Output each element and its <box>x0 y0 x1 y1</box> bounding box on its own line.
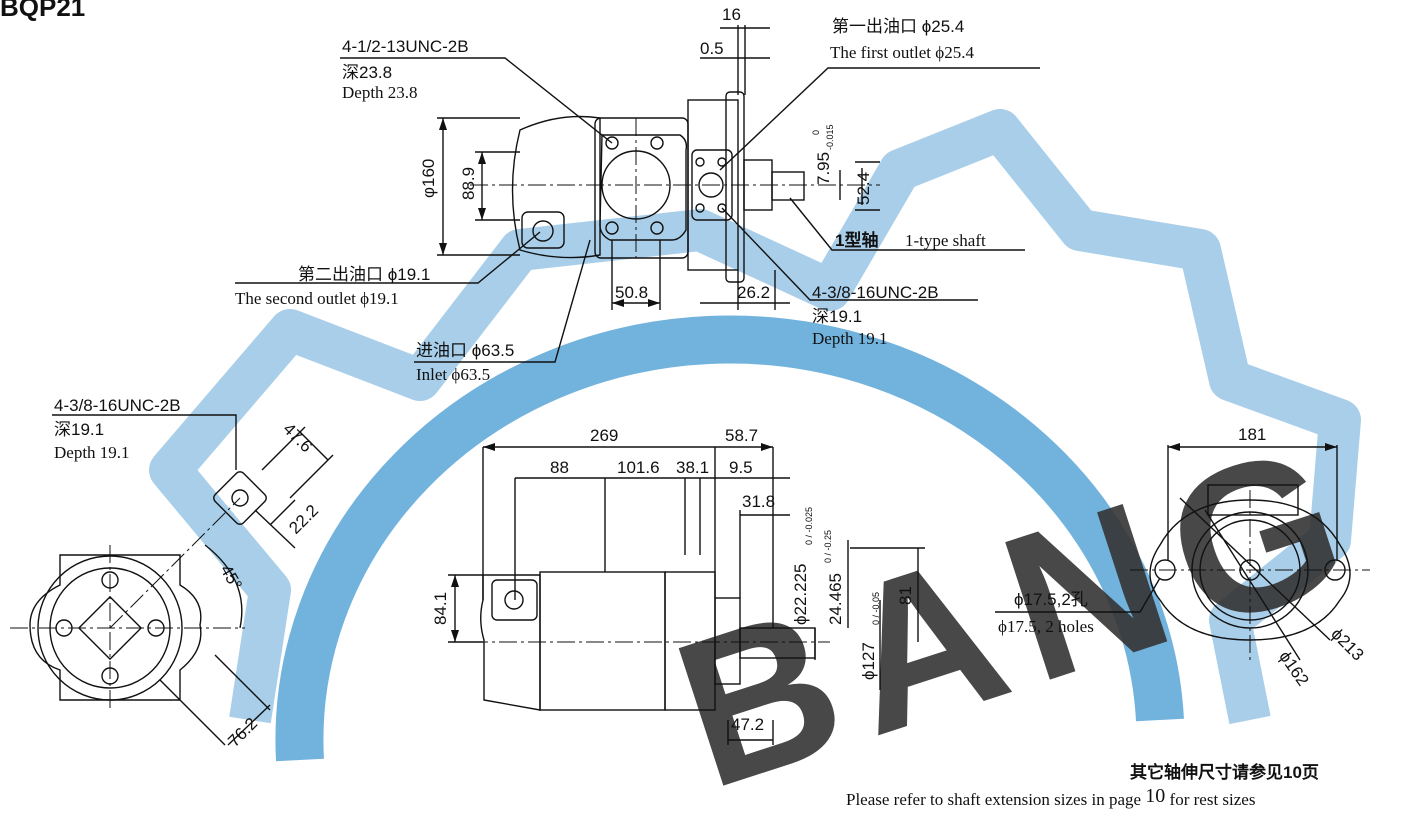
dim-26-2: 26.2 <box>737 283 771 302</box>
dim-9-5: 9.5 <box>729 458 753 477</box>
shaft-zh: 1型轴 <box>835 231 879 250</box>
footer-note-en-pre: Please refer to shaft extension sizes in… <box>846 790 1146 809</box>
dim-181: 181 <box>1238 425 1267 444</box>
right-view <box>995 445 1370 661</box>
thread-b-depth-zh: 深19.1 <box>812 307 863 326</box>
dim-84-1: 84.1 <box>431 591 450 625</box>
footer-note-en: Please refer to shaft extension sizes in… <box>846 786 1256 809</box>
watermark-logo: BANG VIE <box>149 109 1403 813</box>
inlet-en: Inlet ϕ63.5 <box>416 365 491 384</box>
thread-a-depth-zh: 深23.8 <box>342 63 393 82</box>
left-thread-spec: 4-3/8-16UNC-2B <box>54 396 181 415</box>
inlet-zh: 进油口 ϕ63.5 <box>416 341 515 360</box>
shaft-en: 1-type shaft <box>905 231 986 250</box>
side-view <box>448 446 925 745</box>
dim-269: 269 <box>590 426 619 445</box>
dim-58-7: 58.7 <box>725 426 759 445</box>
dim-88-9: 88.9 <box>459 166 478 200</box>
dim-16: 16 <box>722 5 741 24</box>
dim-88: 88 <box>550 458 569 477</box>
dim-31-8: 31.8 <box>742 492 776 511</box>
dim-24-465-tol: 0 / -0.25 <box>823 529 833 563</box>
thread-b-depth-en: Depth 19.1 <box>812 329 888 348</box>
left-thread-depth-zh: 深19.1 <box>54 420 105 439</box>
dim-phi127: ϕ127 <box>859 642 878 680</box>
dim-phi22-225: ϕ22.225 <box>791 563 810 625</box>
holes-zh: ϕ17.5,2孔 <box>1014 590 1088 609</box>
model-title: BQP21 <box>0 0 86 22</box>
watermark-arc <box>275 315 1184 762</box>
top-view <box>235 25 1040 363</box>
dim-24-465: 24.465 <box>826 573 845 625</box>
left-thread-depth-en: Depth 19.1 <box>54 443 130 462</box>
dim-52-4: 52.4 <box>854 171 873 205</box>
left-view <box>10 414 334 746</box>
footer-note-zh: 其它轴伸尺寸请参见10页 <box>1130 763 1319 782</box>
holes-en: ϕ17.5, 2 holes <box>998 617 1094 636</box>
dim-38-1: 38.1 <box>676 458 710 477</box>
footer-note-en-page: 10 <box>1145 785 1166 807</box>
thread-a-depth-en: Depth 23.8 <box>342 83 418 102</box>
thread-b-spec: 4-3/8-16UNC-2B <box>812 283 939 302</box>
dim-phi22-225-tol: 0 / -0.025 <box>804 506 814 545</box>
dim-phi127-tol: 0 / -0.05 <box>871 591 881 625</box>
outlet2-en: The second outlet ϕ19.1 <box>235 289 399 308</box>
thread-a-spec: 4-1/2-13UNC-2B <box>342 37 469 56</box>
dim-phi160: φ160 <box>419 158 438 198</box>
dim-0-5: 0.5 <box>700 39 724 58</box>
footer-note-en-post: for rest sizes <box>1165 790 1256 809</box>
dim-7-95-tol-up: 0 <box>811 129 821 135</box>
dim-50-8: 50.8 <box>615 283 649 302</box>
outlet2-zh: 第二出油口 ϕ19.1 <box>298 265 431 284</box>
outlet1-en: The first outlet ϕ25.4 <box>830 43 974 62</box>
outlet1-zh: 第一出油口 ϕ25.4 <box>832 17 965 36</box>
dim-47-2: 47.2 <box>731 715 765 734</box>
arrowheads <box>439 118 1337 642</box>
dim-81: 81 <box>896 586 915 605</box>
dim-101-6: 101.6 <box>617 458 660 477</box>
dim-7-95-tol-dn: -0.015 <box>825 124 835 150</box>
dim-7-95: 7.95 <box>814 151 833 185</box>
